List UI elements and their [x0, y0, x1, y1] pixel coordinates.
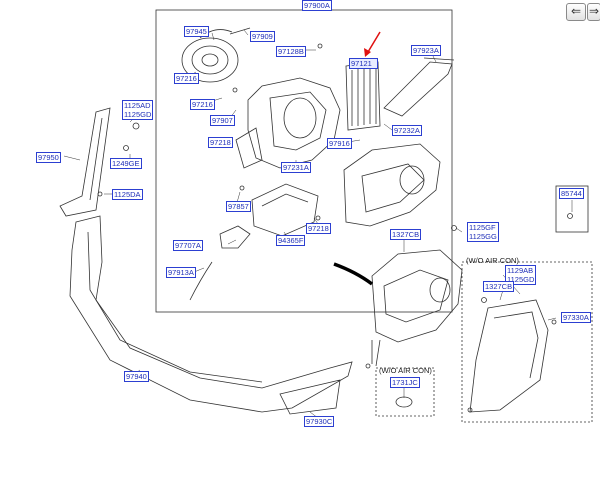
callout-97216-lower[interactable]: 97216: [190, 99, 215, 110]
fastener-drawings: [97, 43, 573, 413]
callout-97900A[interactable]: 97900A: [302, 0, 332, 11]
callout-1129AB-1125GD[interactable]: 1129AB 1125GD: [505, 265, 537, 285]
forward-button[interactable]: ⇒: [587, 3, 600, 21]
callout-97218-upper[interactable]: 97218: [208, 137, 233, 148]
callout-97232A[interactable]: 97232A: [392, 125, 422, 136]
callout-85744[interactable]: 85744: [559, 188, 584, 199]
callout-1327CB-lower[interactable]: 1327CB: [483, 281, 515, 292]
arrow-left-icon: ⇐: [570, 4, 582, 18]
side-duct-drawing: [59, 107, 111, 217]
arrow-right-icon: ⇒: [588, 4, 600, 18]
callout-97231A[interactable]: 97231A: [281, 162, 311, 173]
callout-1731JC[interactable]: 1731JC: [390, 377, 420, 388]
callout-97218-lower[interactable]: 97218: [306, 223, 331, 234]
callout-97907[interactable]: 97907: [210, 115, 235, 126]
clip-box: [555, 185, 589, 233]
callout-97121[interactable]: 97121: [349, 58, 378, 69]
callout-1125AD-1125GD[interactable]: 1125AD 1125GD: [122, 100, 154, 120]
note-wo-air-con-bottom: (W/O AIR CON): [379, 366, 432, 375]
callout-97950[interactable]: 97950: [36, 152, 61, 163]
assembly-pointer-arrow: [333, 262, 374, 286]
callout-1327CB-upper[interactable]: 1327CB: [390, 229, 422, 240]
side-cover-drawing: [469, 299, 549, 413]
heater-core-drawing: [345, 61, 381, 131]
callout-1249GE[interactable]: 1249GE: [110, 158, 142, 169]
callout-94365F[interactable]: 94365F: [276, 235, 306, 246]
highlight-arrowhead: [364, 48, 371, 57]
highlight-arrow: [367, 31, 381, 53]
callout-97128B[interactable]: 97128B: [276, 46, 306, 57]
callout-97707A[interactable]: 97707A: [173, 240, 203, 251]
callout-97913A[interactable]: 97913A: [166, 267, 196, 278]
callout-97909[interactable]: 97909: [250, 31, 275, 42]
wo-air-con-box-right: [461, 261, 593, 423]
callout-97940[interactable]: 97940: [124, 371, 149, 382]
callout-97916[interactable]: 97916: [327, 138, 352, 149]
heater-case-drawing: [343, 143, 441, 227]
callout-97923A[interactable]: 97923A: [411, 45, 441, 56]
callout-97945[interactable]: 97945: [184, 26, 209, 37]
intake-drawing: [189, 183, 319, 301]
callout-97857[interactable]: 97857: [226, 201, 251, 212]
callout-1125GF-1125GG[interactable]: 1125GF 1125GG: [467, 222, 499, 242]
callout-1125DA[interactable]: 1125DA: [112, 189, 143, 200]
heater-pipe-drawing: [383, 57, 455, 117]
back-button[interactable]: ⇐: [566, 3, 586, 21]
note-wo-air-con-right: (W/O AIR CON): [466, 256, 519, 265]
blower-case-drawing: [235, 77, 341, 169]
lower-duct-drawing: [69, 215, 353, 415]
callout-97930C[interactable]: 97930C: [304, 416, 335, 427]
callout-97330A[interactable]: 97330A: [561, 312, 591, 323]
wo-air-con-box-bottom: [375, 367, 435, 417]
callout-97216-upper[interactable]: 97216: [174, 73, 199, 84]
hvac-unit-drawing: [371, 249, 463, 367]
